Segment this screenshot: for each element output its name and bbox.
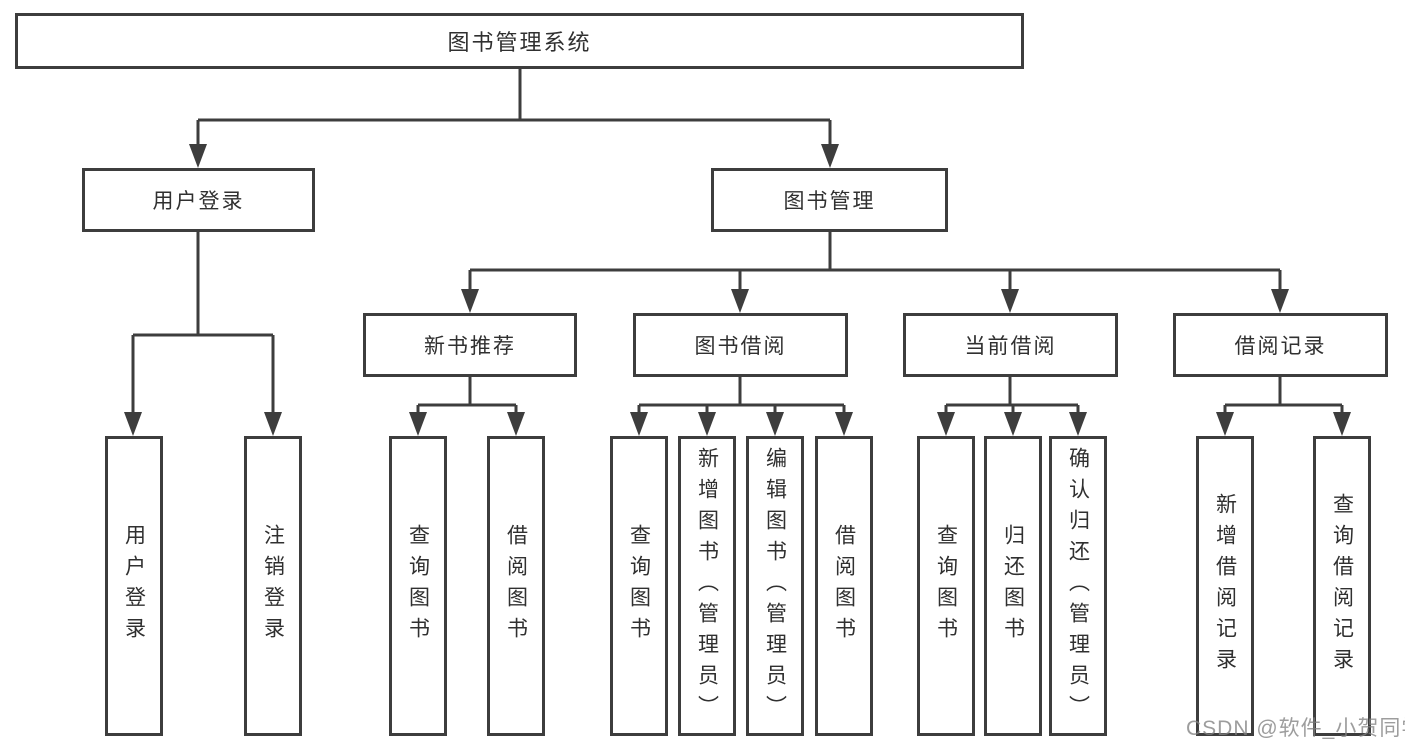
arrowheads-level3 bbox=[461, 289, 1289, 313]
leaf-confirm-return-admin: 确认归还（管理员） bbox=[1049, 436, 1107, 736]
leaf-label: 借阅图书 bbox=[504, 524, 528, 648]
node-label: 当前借阅 bbox=[964, 335, 1057, 358]
leaf-user-login: 用户登录 bbox=[105, 436, 163, 736]
arrowheads-new-book-leaves bbox=[409, 412, 525, 436]
leaf-add-borrow-record: 新增借阅记录 bbox=[1196, 436, 1254, 736]
leaf-query-books-borrow: 查询图书 bbox=[610, 436, 668, 736]
node-user-login: 用户登录 bbox=[82, 168, 315, 232]
arrowheads-user-login-leaves bbox=[124, 412, 282, 436]
node-label: 借阅记录 bbox=[1234, 335, 1327, 358]
leaf-add-books-admin: 新增图书（管理员） bbox=[678, 436, 736, 736]
arrowheads-book-borrow-leaves bbox=[630, 412, 853, 436]
leaf-label: 借阅图书 bbox=[832, 524, 856, 648]
connector-root-to-level2 bbox=[196, 67, 832, 145]
connector-user-login-to-leaves bbox=[131, 232, 275, 413]
leaf-label: 确认归还（管理员） bbox=[1066, 446, 1090, 726]
node-current-borrow: 当前借阅 bbox=[903, 313, 1118, 377]
leaf-label: 查询借阅记录 bbox=[1330, 493, 1354, 679]
leaf-label: 查询图书 bbox=[627, 524, 651, 648]
leaf-label: 查询图书 bbox=[406, 524, 430, 648]
connector-borrow-records-to-leaves bbox=[1223, 377, 1344, 413]
leaf-label: 注销登录 bbox=[261, 524, 285, 648]
leaf-label: 查询图书 bbox=[934, 524, 958, 648]
connector-book-borrow-to-leaves bbox=[637, 377, 846, 413]
node-label: 用户登录 bbox=[152, 190, 245, 213]
leaf-label: 新增图书（管理员） bbox=[695, 446, 719, 726]
leaf-label: 新增借阅记录 bbox=[1213, 493, 1237, 679]
arrowheads-level2 bbox=[189, 144, 839, 168]
connector-new-book-to-leaves bbox=[416, 377, 518, 413]
csdn-watermark: CSDN @软件_小贺同学 bbox=[1186, 717, 1405, 740]
node-borrow-records: 借阅记录 bbox=[1173, 313, 1388, 377]
leaf-edit-books-admin: 编辑图书（管理员） bbox=[746, 436, 804, 736]
node-label: 图书借阅 bbox=[694, 335, 787, 358]
connector-book-management-to-level3 bbox=[468, 232, 1282, 290]
node-label: 新书推荐 bbox=[424, 335, 516, 358]
node-new-book-recommend: 新书推荐 bbox=[363, 313, 577, 377]
node-book-borrow: 图书借阅 bbox=[633, 313, 848, 377]
node-label: 图书管理 bbox=[783, 190, 876, 213]
arrowheads-current-borrow-leaves bbox=[937, 412, 1087, 436]
leaf-query-books-current: 查询图书 bbox=[917, 436, 975, 736]
arrowheads-borrow-records-leaves bbox=[1216, 412, 1351, 436]
leaf-label: 归还图书 bbox=[1001, 524, 1025, 648]
leaf-query-borrow-record: 查询借阅记录 bbox=[1313, 436, 1371, 736]
node-library-management-system: 图书管理系统 bbox=[15, 13, 1024, 69]
leaf-logout: 注销登录 bbox=[244, 436, 302, 736]
leaf-query-books-recommend: 查询图书 bbox=[389, 436, 447, 736]
node-label: 图书管理系统 bbox=[447, 30, 592, 55]
leaf-borrow-books: 借阅图书 bbox=[815, 436, 873, 736]
node-book-management: 图书管理 bbox=[711, 168, 948, 232]
connector-current-borrow-to-leaves bbox=[944, 377, 1080, 413]
leaf-borrow-books-recommend: 借阅图书 bbox=[487, 436, 545, 736]
leaf-label: 用户登录 bbox=[122, 524, 146, 648]
leaf-return-books: 归还图书 bbox=[984, 436, 1042, 736]
leaf-label: 编辑图书（管理员） bbox=[763, 446, 787, 726]
